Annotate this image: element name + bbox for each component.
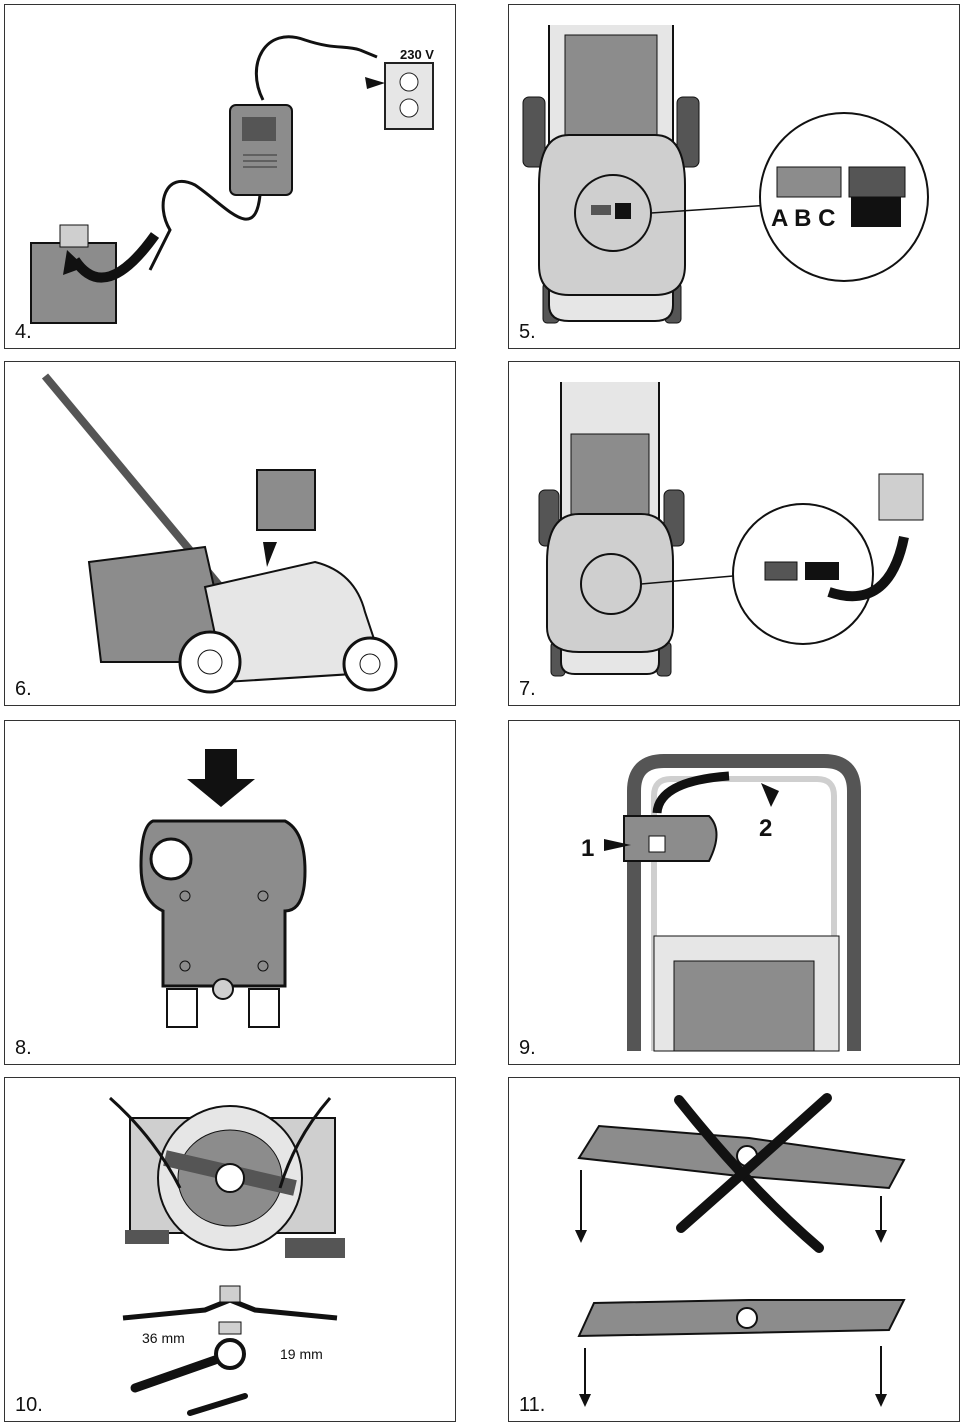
figure-number: 10. bbox=[15, 1394, 43, 1416]
blade-orientation-illustration bbox=[575, 1093, 906, 1407]
blade-removal-illustration bbox=[109, 1096, 345, 1416]
panel-11: 11. bbox=[508, 1077, 960, 1422]
connector-letters: A B C bbox=[771, 205, 836, 232]
panel-4: 230 V 4. bbox=[4, 4, 456, 349]
callout-1: 1 bbox=[581, 835, 595, 862]
figure-number: 8. bbox=[15, 1037, 32, 1059]
figure-number: 6. bbox=[15, 678, 32, 700]
panel-9: 1 2 9. bbox=[508, 720, 960, 1065]
size-36mm: 36 mm bbox=[142, 1330, 185, 1346]
mower-top-view-illustration bbox=[522, 25, 929, 324]
panel-8: 8. bbox=[4, 720, 456, 1065]
battery-connection-illustration bbox=[538, 382, 924, 677]
figure-number: 7. bbox=[519, 678, 536, 700]
figure-number: 5. bbox=[519, 321, 536, 343]
figure-number: 9. bbox=[519, 1037, 536, 1059]
callout-2: 2 bbox=[759, 815, 773, 842]
battery-insertion-illustration bbox=[41, 373, 398, 694]
voltage-label: 230 V bbox=[400, 47, 434, 62]
battery-press-illustration bbox=[139, 749, 307, 1028]
panel-6: 6. bbox=[4, 361, 456, 706]
panel-5: A B C 5. bbox=[508, 4, 960, 349]
panel-7: 7. bbox=[508, 361, 960, 706]
charger-illustration bbox=[30, 35, 434, 324]
panel-10: 36 mm 19 mm 10. bbox=[4, 1077, 456, 1422]
handle-key-illustration bbox=[604, 754, 861, 1052]
size-19mm: 19 mm bbox=[280, 1346, 323, 1362]
figure-number: 4. bbox=[15, 321, 32, 343]
figure-number: 11. bbox=[519, 1394, 546, 1416]
